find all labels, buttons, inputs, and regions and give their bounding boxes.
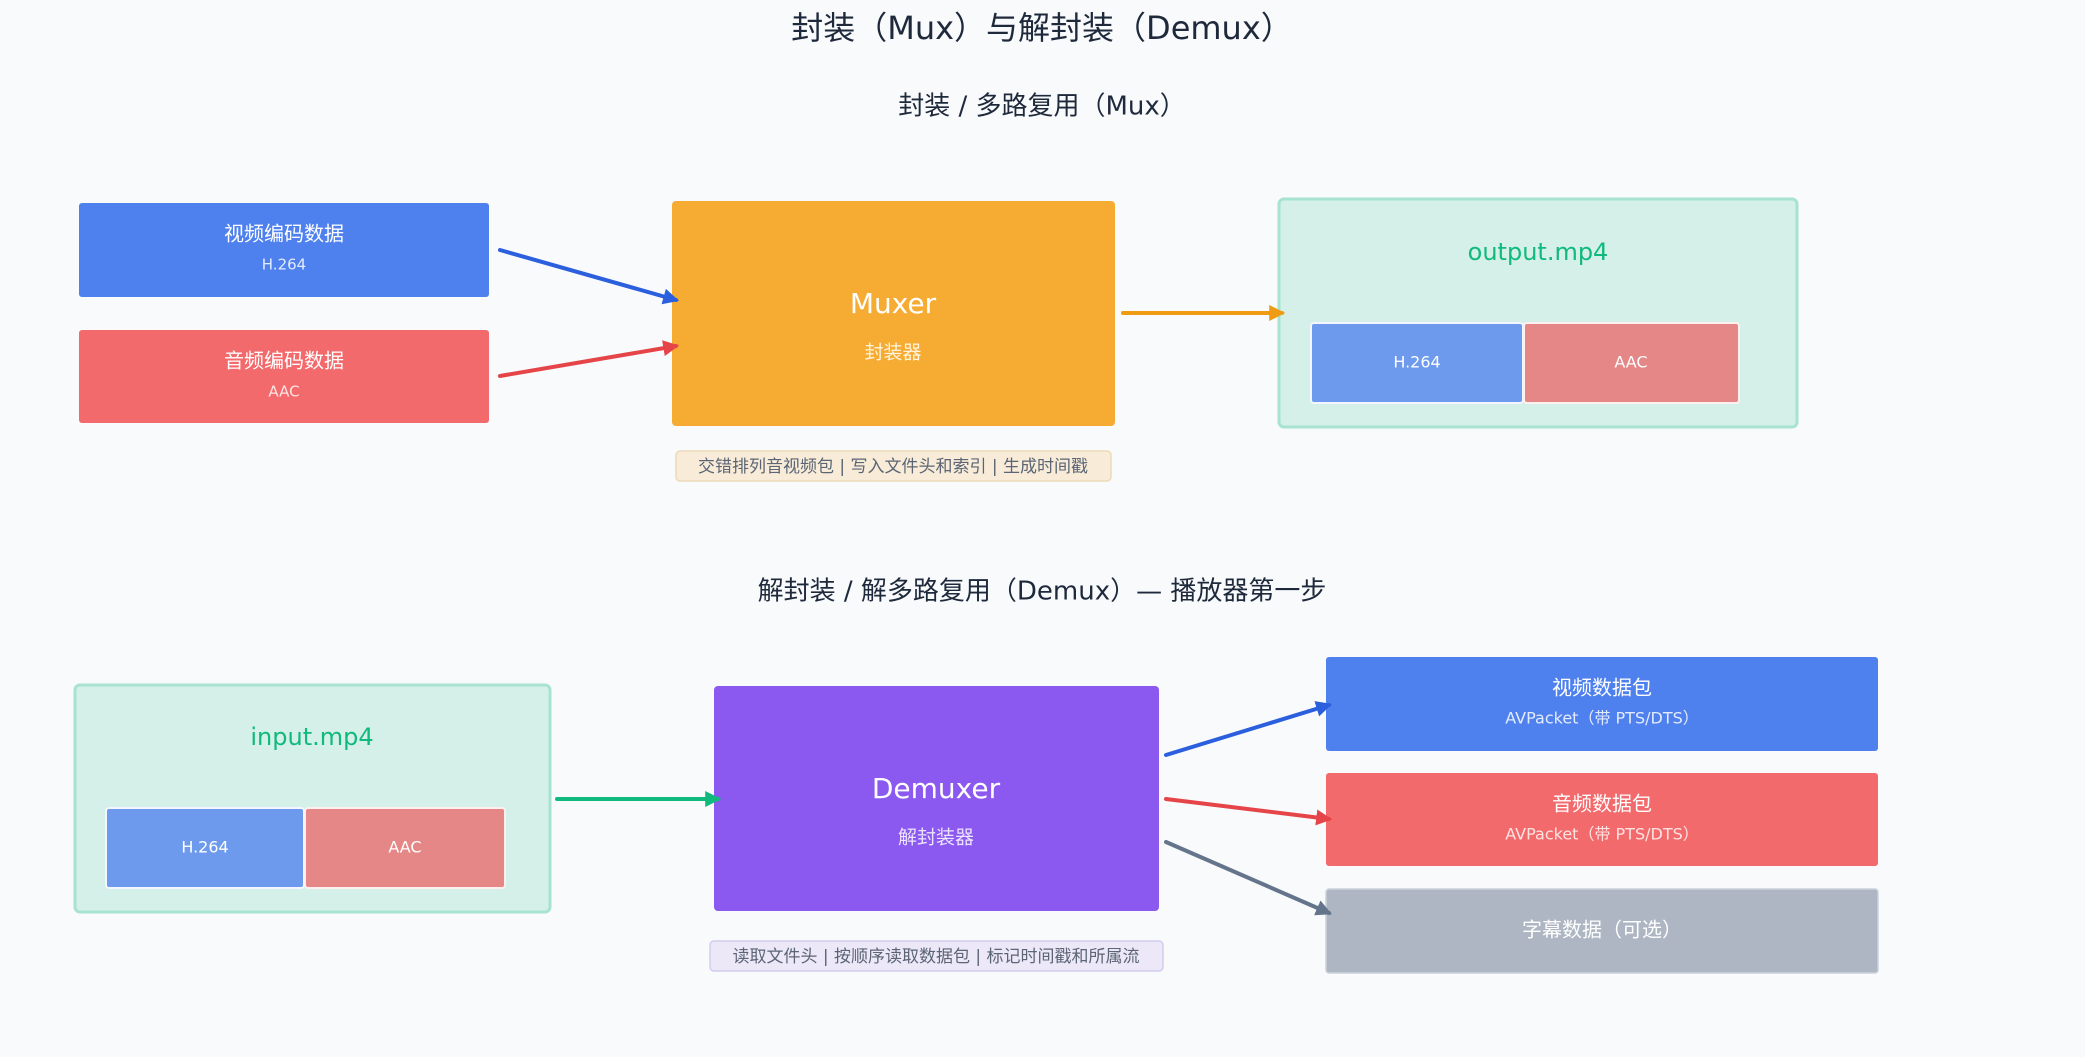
output-track-audio [1523,322,1740,404]
output-track-video-label: H.264 [1393,353,1440,372]
muxer-box: Muxer 封装器 [672,201,1115,426]
arrow-demuxer-to-video [1164,701,1333,757]
demux-output-video: 视频数据包 AVPacket（带 PTS/DTS） [1326,657,1878,751]
arrow-audio-to-muxer [498,340,680,378]
input-track-audio-label: AAC [388,838,421,857]
arrow-demuxer-to-audio [1164,797,1333,826]
mux-heading: 封装 / 多路复用（Mux） [898,92,1186,122]
demux-output-video-title: 视频数据包 [1552,676,1652,700]
demux-output-audio-title: 音频数据包 [1552,792,1652,816]
input-track-video-label: H.264 [181,838,228,857]
output-track-audio-label: AAC [1614,353,1647,372]
input-filename: input.mp4 [250,723,373,751]
muxer-subtitle: 封装器 [864,342,921,364]
diagram-title: 封装（Mux）与解封装（Demux） [791,9,1293,47]
mux-input-audio: 音频编码数据 AAC [79,330,489,423]
mux-input-video-codec: H.264 [262,256,306,274]
demuxer-box: Demuxer 解封装器 [714,686,1159,911]
demux-heading: 解封装 / 解多路复用（Demux）— 播放器第一步 [758,577,1327,607]
mux-input-audio-codec: AAC [268,383,299,401]
demuxer-note: 读取文件头 | 按顺序读取数据包 | 标记时间戳和所属流 [709,940,1164,972]
demuxer-title: Demuxer [872,772,1001,805]
muxer-note-text: 交错排列音视频包 | 写入文件头和索引 | 生成时间戳 [698,457,1088,477]
demux-output-subtitle: 字幕数据（可选） [1325,888,1879,974]
arrow-demuxer-to-subtitle [1164,840,1332,916]
demux-output-video-detail: AVPacket（带 PTS/DTS） [1505,709,1699,728]
output-container: output.mp4 H.264 AAC [1277,197,1799,429]
muxer-note: 交错排列音视频包 | 写入文件头和索引 | 生成时间戳 [675,450,1112,482]
demux-output-audio-detail: AVPacket（带 PTS/DTS） [1505,825,1699,844]
output-filename: output.mp4 [1468,238,1609,266]
mux-input-video-title: 视频编码数据 [224,222,344,246]
mux-input-video: 视频编码数据 H.264 [79,203,489,297]
muxer-title: Muxer [850,287,937,320]
mux-input-audio-title: 音频编码数据 [224,349,344,373]
demux-output-audio: 音频数据包 AVPacket（带 PTS/DTS） [1326,773,1878,866]
demuxer-subtitle: 解封装器 [898,827,974,849]
demux-output-subtitle-title: 字幕数据（可选） [1522,918,1682,942]
mux-section: 封装 / 多路复用（Mux） 视频编码数据 H.264 音频编码数据 AAC M… [79,92,1799,482]
input-container: input.mp4 H.264 AAC [73,683,552,914]
demuxer-note-text: 读取文件头 | 按顺序读取数据包 | 标记时间戳和所属流 [732,947,1139,967]
input-track-audio [304,807,506,889]
demux-section: 解封装 / 解多路复用（Demux）— 播放器第一步 input.mp4 H.2… [73,577,1879,974]
arrow-video-to-muxer [498,248,680,305]
